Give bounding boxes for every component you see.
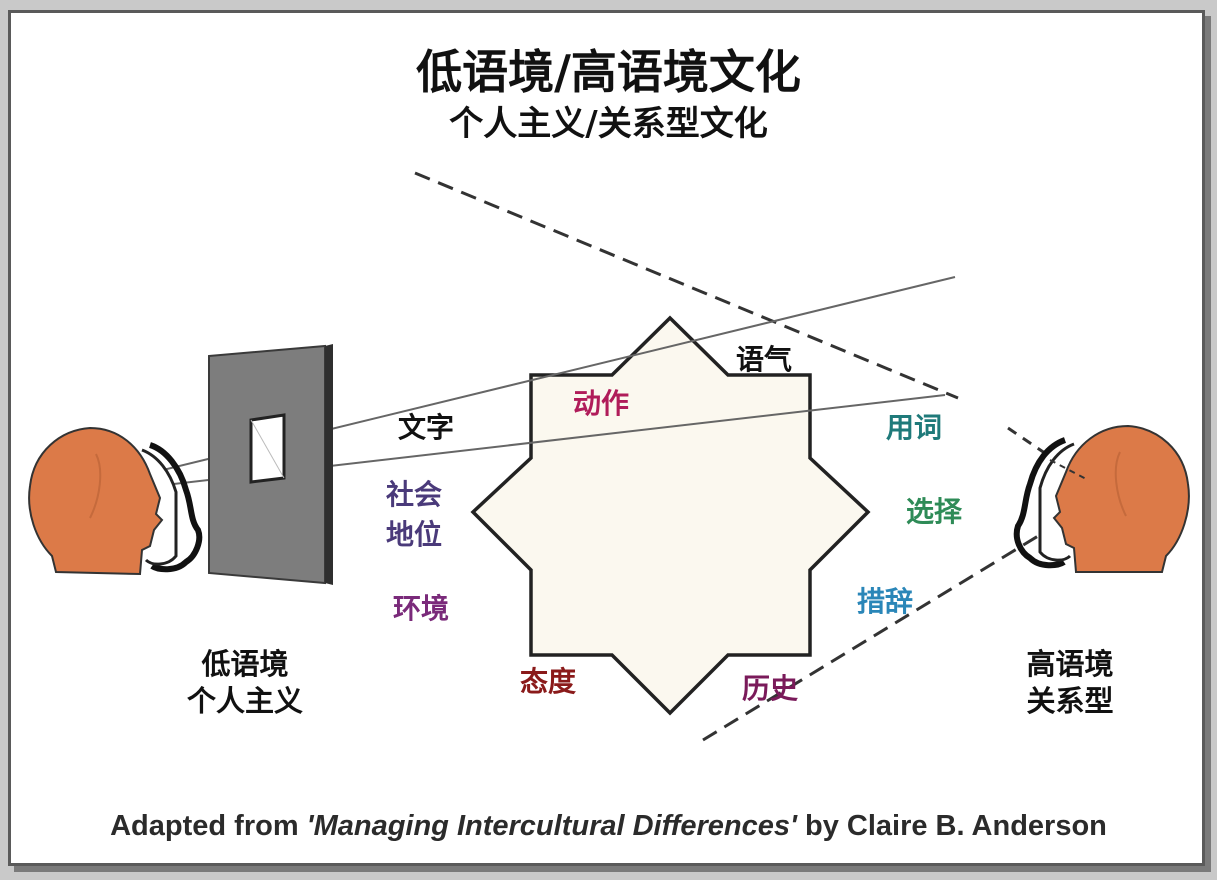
label-wenzi: 文字 (398, 411, 455, 444)
credit-work: 'Managing Intercultural Differences' (306, 810, 797, 842)
right-caption-line1: 高语境 (1026, 647, 1114, 681)
label-shehui: 社会 (386, 478, 443, 511)
left-head-icon (28, 426, 203, 576)
octagram-star-icon (470, 315, 871, 716)
right-caption: 高语境 关系型 (995, 646, 1145, 720)
window-panel-icon (208, 344, 333, 585)
label-yongci: 用词 (886, 411, 943, 444)
left-caption-line1: 低语境 (201, 647, 289, 681)
label-yuqi: 语气 (736, 343, 793, 376)
dashed-line-bottom (702, 528, 1049, 742)
diagram-subtitle: 个人主义/关系型文化 (449, 104, 768, 144)
label-xuanze: 选择 (906, 495, 963, 528)
left-caption: 低语境 个人主义 (170, 646, 320, 720)
label-diwei: 地位 (386, 518, 443, 551)
right-sight-line (1049, 459, 1089, 481)
left-caption-line2: 个人主义 (186, 684, 303, 718)
credit-prefix: Adapted from (110, 810, 307, 842)
source-credit: Adapted from 'Managing Intercultural Dif… (0, 810, 1217, 843)
credit-suffix: by Claire B. Anderson (796, 810, 1107, 842)
label-lishi: 历史 (742, 672, 799, 705)
diagram-title: 低语境/高语境文化 (416, 45, 801, 99)
label-cuoci: 措辞 (857, 585, 914, 618)
label-taidu: 态度 (520, 665, 577, 698)
label-huanjing: 环境 (393, 592, 450, 625)
right-caption-line2: 关系型 (1026, 684, 1114, 718)
dashed-line-top (414, 171, 959, 400)
right-head-icon (1013, 424, 1190, 573)
label-dongzuo: 动作 (573, 387, 630, 420)
